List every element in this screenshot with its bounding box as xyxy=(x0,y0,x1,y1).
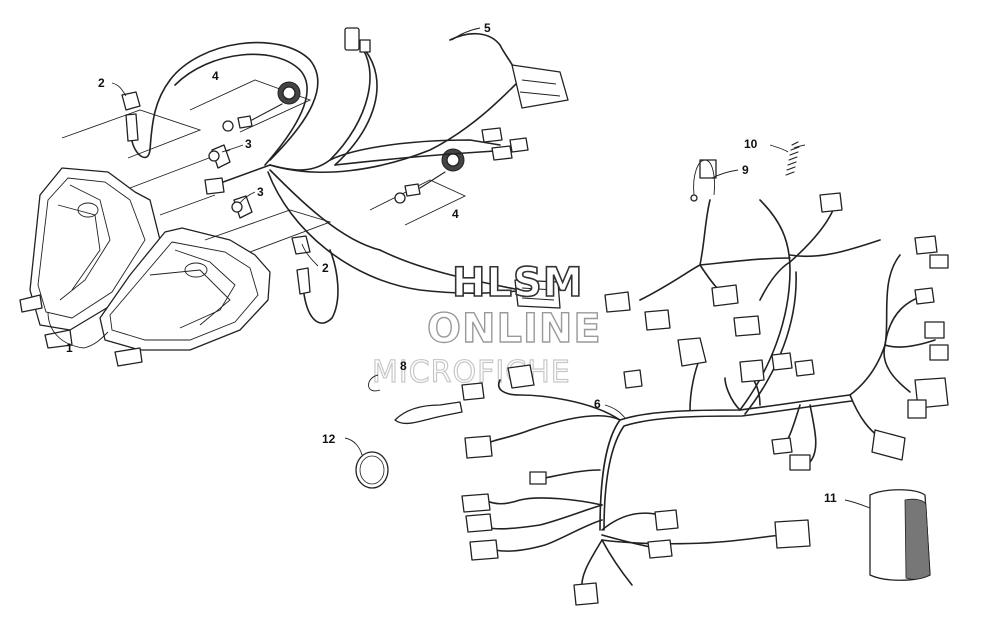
watermark-online: ONLINE xyxy=(427,306,602,352)
callout-10: 10 xyxy=(744,137,758,151)
callout-numbers: 1 2 2 3 3 4 4 5 6 8 9 10 11 12 xyxy=(66,21,837,505)
callout-4-upper: 4 xyxy=(212,69,219,83)
bulb-upper xyxy=(208,144,231,169)
watermark: HLSM ONLINE MICROFICHE xyxy=(371,259,602,390)
callout-3-upper: 3 xyxy=(245,137,252,151)
harness-clip xyxy=(690,159,715,202)
callout-2-lower: 2 xyxy=(322,261,329,275)
callout-8: 8 xyxy=(400,359,407,373)
callout-5: 5 xyxy=(484,21,491,35)
main-harness xyxy=(484,199,936,591)
headlight-left xyxy=(19,167,161,349)
callout-2-upper: 2 xyxy=(98,76,105,90)
protective-sleeve xyxy=(869,489,931,581)
callout-9: 9 xyxy=(742,163,749,177)
callout-11: 11 xyxy=(824,491,837,505)
adjuster-upper xyxy=(189,79,312,133)
callout-1: 1 xyxy=(66,341,73,355)
callout-3-lower: 3 xyxy=(257,185,264,199)
harness-side-connectors xyxy=(204,127,529,195)
socket-lower xyxy=(291,235,339,324)
callout-4-lower: 4 xyxy=(452,207,459,221)
harness-connectors xyxy=(461,159,949,606)
headlight-harness xyxy=(169,32,526,294)
harness-main-connector xyxy=(511,64,569,109)
harness-connector-multi xyxy=(514,279,561,309)
spiral-wrap xyxy=(785,141,800,176)
retaining-ring xyxy=(355,451,389,489)
cable-tie-loop xyxy=(368,374,463,424)
watermark-hlsm: HLSM xyxy=(452,260,584,306)
socket-upper xyxy=(121,79,171,159)
headlight-right xyxy=(99,227,271,367)
callout-12: 12 xyxy=(322,432,336,446)
callout-6: 6 xyxy=(594,397,601,411)
leader-lines xyxy=(47,27,871,509)
harness-connector-top xyxy=(344,27,371,53)
bulb-lower xyxy=(231,195,253,219)
